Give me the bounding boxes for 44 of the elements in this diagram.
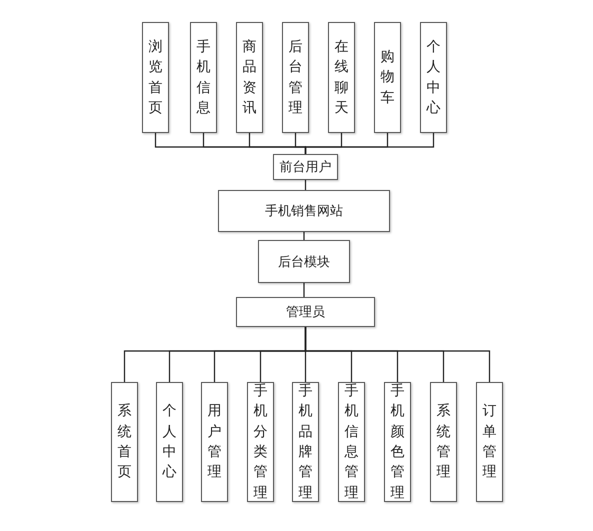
connector-line	[303, 283, 305, 297]
module-label: 购物车	[380, 48, 394, 108]
module-box	[328, 22, 355, 133]
module-box	[258, 240, 350, 283]
module-box	[374, 22, 401, 133]
module-box	[142, 22, 169, 133]
module-box	[190, 22, 217, 133]
module-box	[111, 382, 138, 502]
module-label: 前台用户	[280, 159, 332, 176]
module-box	[236, 297, 375, 327]
module-box	[384, 382, 411, 502]
module-label: 系统管理	[436, 402, 450, 482]
module-box	[338, 382, 365, 502]
module-label: 手机颜色管理	[390, 382, 404, 503]
module-label: 在线聊天	[334, 38, 348, 118]
connector-line	[304, 327, 490, 382]
module-box	[292, 382, 319, 502]
module-label: 手机销售网站	[265, 203, 343, 220]
module-box	[430, 382, 457, 502]
module-label: 用户管理	[208, 402, 222, 482]
module-box	[236, 22, 263, 133]
module-box	[282, 22, 309, 133]
module-label: 商品资讯	[242, 38, 256, 118]
module-label: 管理员	[286, 304, 325, 321]
module-label: 浏览首页	[148, 38, 162, 118]
module-box	[476, 382, 503, 502]
module-label: 手机分类管理	[254, 382, 268, 503]
module-label: 手机信息	[196, 38, 210, 118]
module-label: 订单管理	[482, 402, 496, 482]
module-box	[201, 382, 228, 502]
module-label: 个人中心	[426, 38, 440, 118]
module-box	[218, 190, 390, 232]
connector-line	[304, 180, 306, 190]
module-box	[247, 382, 274, 502]
module-box	[156, 382, 183, 502]
module-label: 后台模块	[278, 254, 330, 270]
module-label: 后台管理	[288, 38, 302, 118]
module-label: 手机品牌管理	[298, 382, 312, 503]
module-label: 个人中心	[162, 402, 176, 482]
module-box	[420, 22, 447, 133]
module-label: 手机信息管理	[344, 382, 358, 503]
module-label: 系统首页	[118, 402, 132, 482]
connector-line	[304, 133, 434, 154]
module-box	[273, 154, 338, 180]
